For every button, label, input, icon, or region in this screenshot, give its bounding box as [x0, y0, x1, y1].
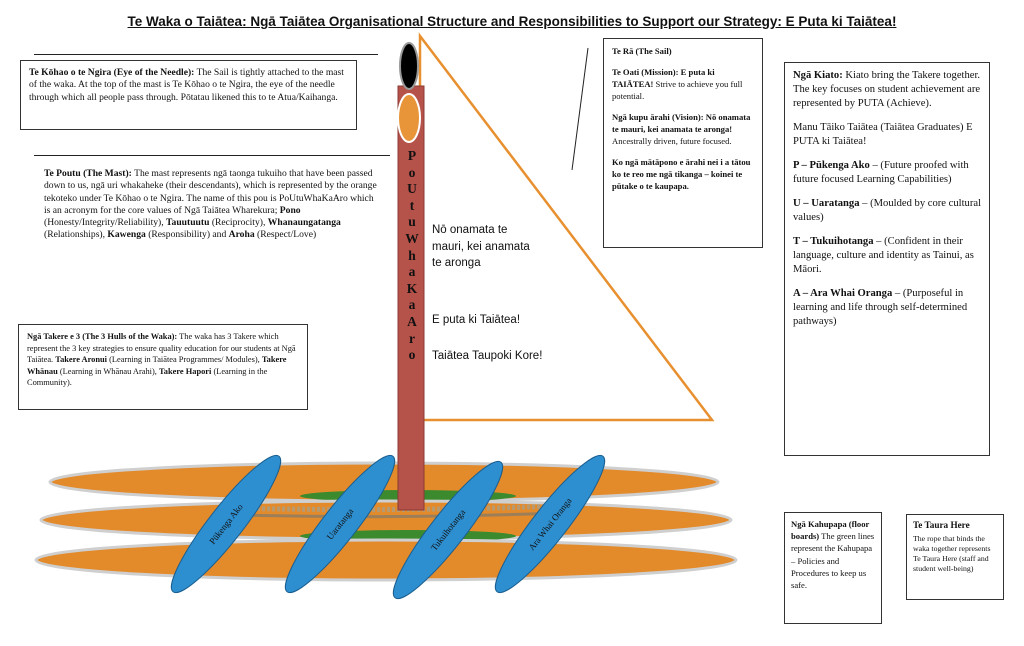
- mast-letter: o: [408, 347, 416, 363]
- mast-letter: o: [408, 164, 416, 180]
- paddle-pukenga-ako: [170, 454, 282, 594]
- divider-line: [34, 155, 390, 156]
- hull-front: [34, 538, 738, 582]
- mast-letter: a: [408, 297, 416, 313]
- sail-connector: [571, 47, 589, 171]
- mast-letter: a: [408, 264, 416, 280]
- mast-letter: K: [406, 280, 418, 296]
- paddle-uaratanga: [284, 454, 396, 594]
- paddle-tukuihotanga: [392, 460, 504, 600]
- kiato-box: Ngā Kiato: Kiato bring the Takere togeth…: [784, 62, 990, 456]
- mast-letter: A: [407, 313, 417, 329]
- mast-letter: u: [408, 214, 416, 230]
- taura-here-box: Te Taura Here The rope that binds the wa…: [906, 514, 1004, 600]
- eye-of-needle-box: Te Kōhao o te Ngira (Eye of the Needle):…: [20, 60, 357, 130]
- mast-letter: U: [407, 181, 417, 197]
- eye-of-needle: [399, 42, 419, 90]
- paddle-ara-whai-oranga: [494, 454, 606, 594]
- tekoteko: [397, 93, 421, 143]
- rope-2: [234, 511, 561, 519]
- mast-box: Te Poutu (The Mast): The mast represents…: [36, 162, 388, 286]
- sail-motto-taupoki: Taiātea Taupoki Kore!: [432, 350, 543, 362]
- sail-motto-vision: Nō onamata te mauri, kei anamata te aron…: [432, 224, 530, 270]
- sail-box: Te Rā (The Sail) Te Oati (Mission): E pu…: [603, 38, 763, 248]
- hulls-box: Ngā Takere e 3 (The 3 Hulls of the Waka)…: [18, 324, 308, 410]
- kahupapa-box: Ngā Kahupapa (floor boards) The green li…: [784, 512, 882, 624]
- sail-motto-puta: E puta ki Taiātea!: [432, 314, 521, 326]
- mast-acronym: P o U t u W h a K a A r o: [401, 148, 423, 364]
- mast-letter: t: [409, 197, 415, 213]
- mast-letter: r: [409, 330, 415, 346]
- mast-letter: P: [407, 148, 417, 163]
- divider-line: [34, 54, 378, 55]
- page-title: Te Waka o Taiātea: Ngā Taiātea Organisat…: [127, 14, 897, 29]
- mast-letter: W: [405, 230, 419, 246]
- mast-letter: h: [408, 247, 416, 263]
